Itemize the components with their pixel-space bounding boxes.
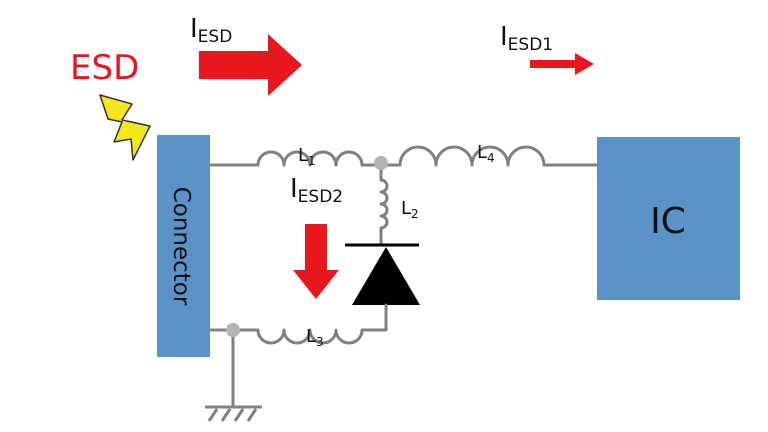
junction-node-bottom — [226, 323, 240, 337]
connector-block — [157, 135, 210, 357]
diode-icon — [352, 247, 420, 305]
i-esd-label: IESD — [190, 14, 232, 47]
ground-icon — [205, 405, 262, 422]
connector-label: Connector — [168, 187, 194, 306]
l1-label: L1 — [298, 145, 316, 168]
i-esd2-label: IESD2 — [290, 174, 343, 207]
l3-label: L3 — [306, 326, 324, 349]
top-wire — [208, 145, 599, 167]
i-esd2-arrow — [293, 224, 339, 299]
junction-node-top — [374, 156, 388, 170]
l2-label: L2 — [401, 198, 419, 221]
lightning-bolt-icon — [99, 94, 151, 161]
i-esd1-label: IESD1 — [500, 22, 553, 55]
ic-label: IC — [650, 201, 686, 242]
l2-branch-wire — [379, 163, 389, 247]
i-esd-arrow — [199, 34, 302, 96]
ic-block — [597, 137, 740, 300]
bottom-wire — [208, 303, 388, 345]
esd-label: ESD — [70, 48, 139, 88]
i-esd1-arrow — [530, 53, 594, 75]
l4-label: L4 — [477, 142, 495, 165]
